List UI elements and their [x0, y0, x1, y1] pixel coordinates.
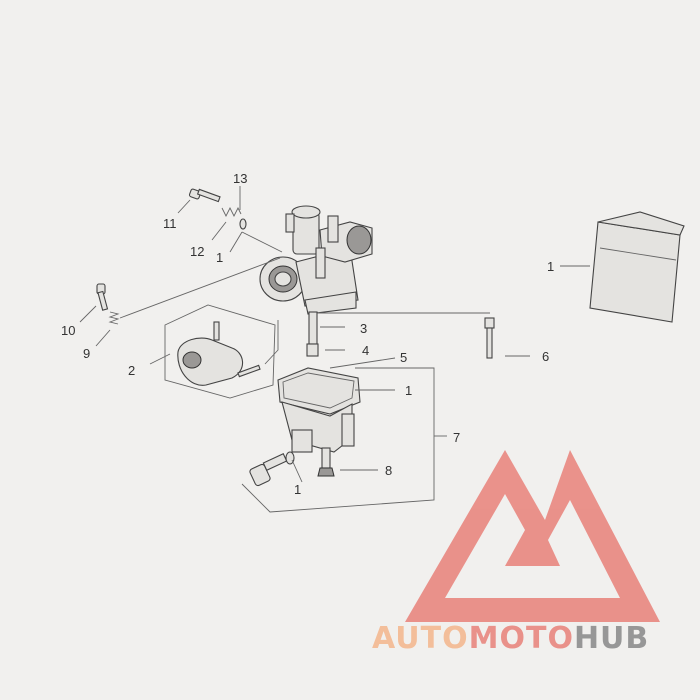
float-2	[164, 304, 276, 399]
callout-6: 6	[542, 349, 549, 364]
logo-mark	[405, 450, 660, 622]
spring-12	[221, 206, 242, 218]
float-bowl	[277, 367, 361, 453]
callout-2: 2	[128, 363, 135, 378]
leader-lines	[79, 186, 590, 513]
callout-1-lower: 1	[294, 482, 301, 497]
callout-4: 4	[362, 343, 369, 358]
logo-text-moto: MOTO	[469, 621, 574, 656]
bowl-screw-8	[317, 447, 335, 477]
logo-text-hub: HUB	[574, 621, 649, 656]
callout-7: 7	[453, 430, 460, 445]
screw-6	[484, 317, 495, 359]
svg-text:AUTOMOTOHUB: AUTOMOTOHUB	[372, 621, 649, 656]
callout-1-bowl: 1	[405, 383, 412, 398]
callout-3: 3	[360, 321, 367, 336]
gasket-kit-bag	[589, 211, 685, 323]
callout-10: 10	[61, 323, 75, 338]
callout-5: 5	[400, 350, 407, 365]
callout-13: 13	[233, 171, 247, 186]
callout-1-upper: 1	[216, 250, 223, 265]
callout-12: 12	[190, 244, 204, 259]
callout-8: 8	[385, 463, 392, 478]
throttle-screw-11	[188, 188, 221, 203]
main-jet-4	[306, 343, 319, 357]
callout-1-bag: 1	[547, 259, 554, 274]
drain-screw	[249, 451, 295, 487]
automotohub-logo: AUTOMOTOHUB	[372, 450, 660, 656]
callouts: 13 11 12 1 10 9 2 3 4 5 6 1 7 8 1 1	[61, 171, 554, 497]
callout-11: 11	[163, 216, 177, 231]
logo-text-auto: AUTO	[372, 621, 469, 656]
callout-9: 9	[83, 346, 90, 361]
spring-9	[108, 311, 120, 325]
o-ring-13	[239, 218, 247, 230]
carburetor-body	[259, 205, 373, 315]
needle-jet-3	[308, 311, 318, 345]
idle-screw-10	[96, 283, 109, 311]
